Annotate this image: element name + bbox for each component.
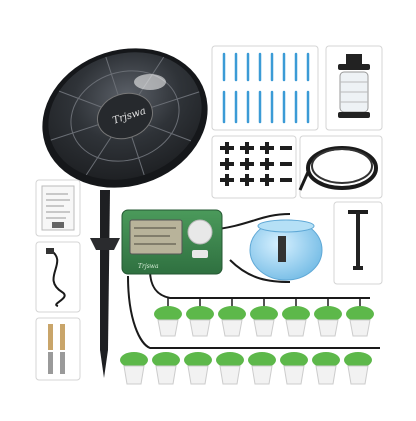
filter [325, 45, 383, 131]
controller-logo: Trjswa [138, 263, 159, 270]
hand-tool [333, 201, 383, 285]
drip-stakes [211, 45, 319, 131]
tee-connectors [211, 135, 297, 199]
screw-set [35, 317, 81, 381]
controller: Trjswa [121, 209, 223, 275]
user-manual [35, 179, 81, 237]
potted-plants-row-2 [120, 352, 372, 385]
hose-coil [298, 135, 383, 199]
potted-plants-row-1 [154, 306, 374, 337]
water-tank [249, 219, 323, 281]
usb-cable [35, 241, 81, 313]
solar-panel: Trjswa [42, 48, 208, 188]
ground-stake [90, 190, 120, 378]
